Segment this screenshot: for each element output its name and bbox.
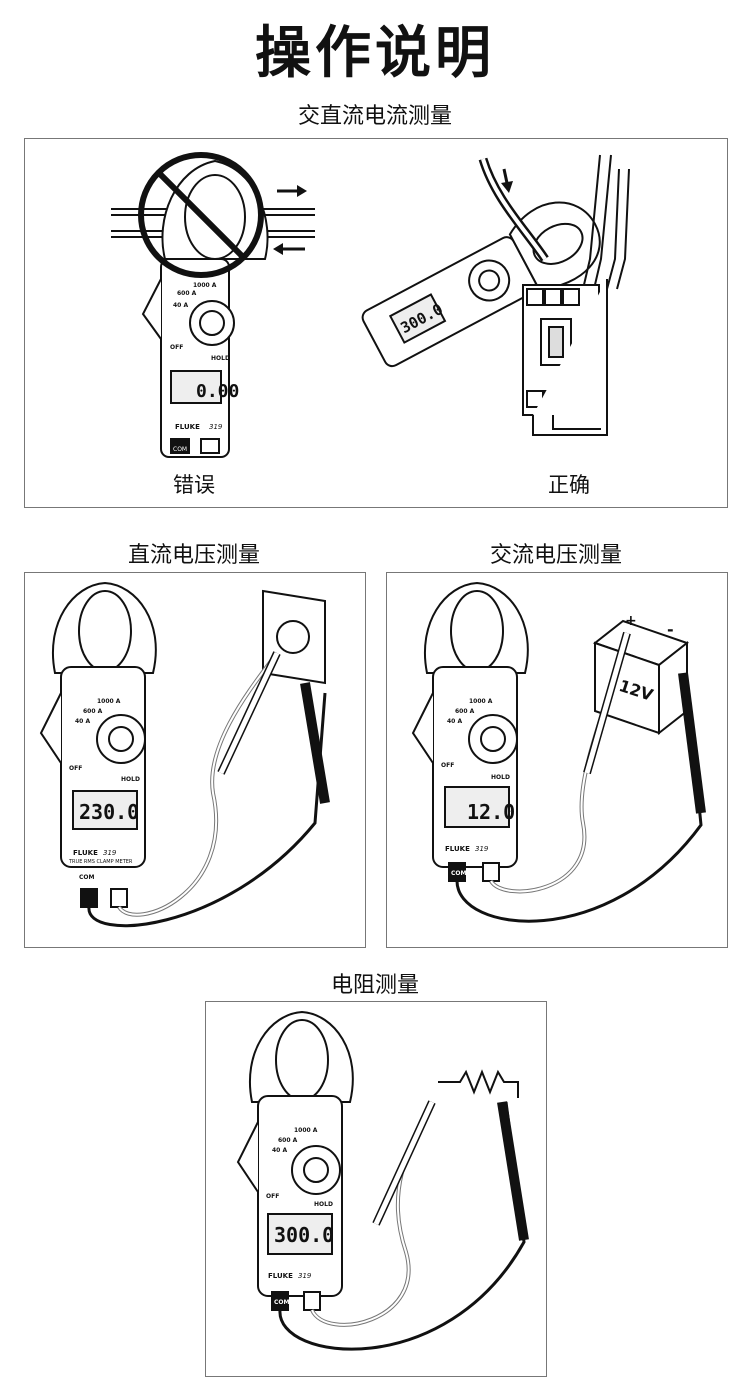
model-dc-voltage: 319 xyxy=(103,849,117,857)
breaker-cables xyxy=(582,154,630,290)
reading-dc-voltage: 230.0 xyxy=(79,800,139,824)
range-600a-res: 600 A xyxy=(278,1137,298,1144)
meter-dc-voltage xyxy=(39,581,157,908)
black-probe-res xyxy=(497,1101,529,1241)
brand-wrong: FLUKE xyxy=(175,423,200,431)
panel-ac-dc-current: 0.00 FLUKE 319 1000 A 600 A 40 A OFF HOL… xyxy=(24,138,728,508)
battery-plus: + xyxy=(625,613,637,629)
section-heading-resistance: 电阻测量 xyxy=(330,973,419,998)
range-40a-dc: 40 A xyxy=(75,718,90,725)
range-40a-wrong: 40 A xyxy=(173,302,188,309)
range-1000a-res: 1000 A xyxy=(294,1127,318,1134)
hold-label-ac: HOLD xyxy=(491,774,510,781)
black-probe xyxy=(300,682,330,804)
wall-socket xyxy=(262,589,326,685)
range-40a-ac: 40 A xyxy=(447,718,462,725)
caption-right: 正确 xyxy=(548,473,590,497)
off-label-dc: OFF xyxy=(69,765,82,772)
clamp-current-illustration: 0.00 FLUKE 319 1000 A 600 A 40 A OFF HOL… xyxy=(111,152,630,458)
off-label-ac: OFF xyxy=(441,762,454,769)
model-resistance: 319 xyxy=(298,1272,312,1280)
arrow-right-icon xyxy=(277,185,307,197)
meter-wrong xyxy=(141,159,269,458)
panel-dc-voltage: 230.0 FLUKE 319 TRUE RMS CLAMP METER 100… xyxy=(24,572,366,948)
model-ac-voltage: 319 xyxy=(475,845,489,853)
subtitle-dc-voltage: TRUE RMS CLAMP METER xyxy=(68,859,133,865)
black-probe-ac xyxy=(678,672,706,814)
brand-dc-voltage: FLUKE xyxy=(73,849,98,857)
prohibited-icon xyxy=(138,152,264,278)
com-label-res: COM xyxy=(274,1299,290,1306)
resistor-icon xyxy=(438,1069,519,1098)
meter-right: 300.0 xyxy=(361,201,601,368)
caption-wrong: 错误 xyxy=(173,473,215,497)
ac-voltage-illustration: 12.0 FLUKE 319 1000 A 600 A 40 A OFF HOL… xyxy=(411,581,706,923)
hold-label-dc: HOLD xyxy=(121,776,140,783)
black-probe-lead-res xyxy=(278,1101,526,1351)
com-label-ac: COM xyxy=(451,870,467,877)
range-40a-res: 40 A xyxy=(272,1147,287,1154)
range-600a-ac: 600 A xyxy=(455,708,475,715)
battery-minus: - xyxy=(667,620,674,639)
range-1000a-dc: 1000 A xyxy=(97,698,121,705)
model-wrong: 319 xyxy=(209,423,223,431)
section-heading-ac-dc-current: 交直流电流测量 xyxy=(297,104,452,129)
range-1000a-ac: 1000 A xyxy=(469,698,493,705)
hold-label-wrong: HOLD xyxy=(211,355,230,362)
section-heading-ac-voltage: 交流电压测量 xyxy=(489,543,622,568)
com-label-wrong: COM xyxy=(173,446,187,453)
range-600a-wrong: 600 A xyxy=(177,290,197,297)
dc-voltage-illustration: 230.0 FLUKE 319 TRUE RMS CLAMP METER 100… xyxy=(39,581,330,928)
arrow-left-icon xyxy=(273,243,305,255)
reading-resistance: 300.0 xyxy=(274,1223,334,1247)
panel-ac-voltage: 12.0 FLUKE 319 1000 A 600 A 40 A OFF HOL… xyxy=(386,572,728,948)
resistance-illustration: 300.0 FLUKE 319 1000 A 600 A 40 A OFF HO… xyxy=(236,1010,529,1351)
com-label-dc: COM xyxy=(79,874,95,881)
off-label-res: OFF xyxy=(266,1193,279,1200)
black-probe-lead xyxy=(87,692,327,928)
section-heading-dc-voltage: 直流电压测量 xyxy=(127,543,260,568)
page-title: 操作说明 xyxy=(255,21,495,86)
circuit-breaker xyxy=(522,279,608,436)
range-1000a-wrong: 1000 A xyxy=(193,282,217,289)
meter-ac-voltage xyxy=(411,581,529,882)
brand-ac-voltage: FLUKE xyxy=(445,845,470,853)
off-label-wrong: OFF xyxy=(170,344,183,351)
meter-resistance xyxy=(236,1010,354,1311)
reading-ac-voltage: 12.0 xyxy=(467,800,515,824)
black-probe-lead-ac xyxy=(455,682,703,923)
panel-resistance: 300.0 FLUKE 319 1000 A 600 A 40 A OFF HO… xyxy=(205,1001,547,1377)
range-600a-dc: 600 A xyxy=(83,708,103,715)
hold-label-res: HOLD xyxy=(314,1201,333,1208)
brand-resistance: FLUKE xyxy=(268,1272,293,1280)
arrow-down-icon xyxy=(501,168,513,193)
reading-wrong: 0.00 xyxy=(196,381,239,402)
